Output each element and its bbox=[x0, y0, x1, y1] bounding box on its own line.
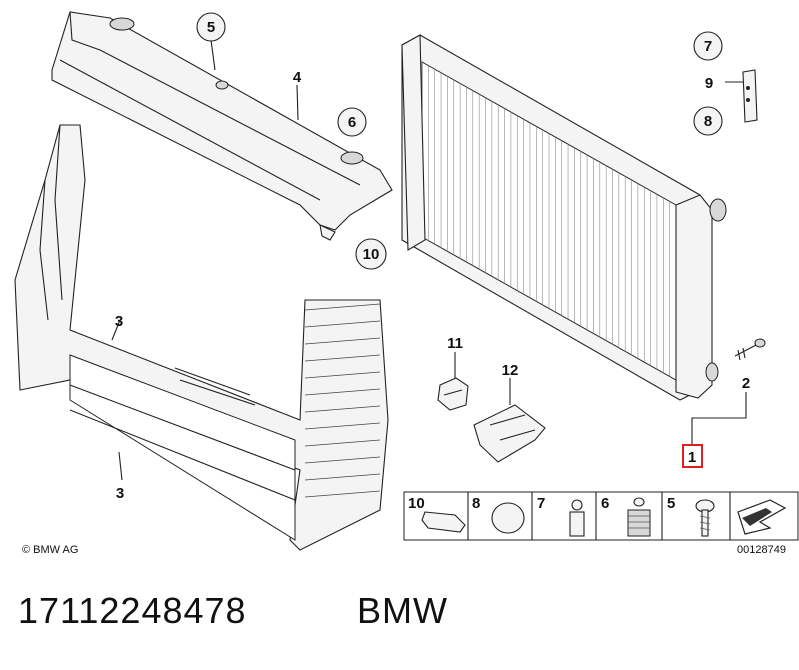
carrier-rib bbox=[304, 490, 381, 498]
callout-6: 6 bbox=[337, 107, 367, 137]
carrier-rib bbox=[304, 337, 381, 345]
callout-7: 7 bbox=[693, 31, 723, 61]
upper-cross-member bbox=[51, 11, 393, 241]
svg-text:8: 8 bbox=[704, 113, 712, 130]
legend-strip: 10 8 7 6 5 bbox=[403, 491, 799, 541]
legend-label-10: 10 bbox=[408, 495, 425, 512]
carrier-rib bbox=[304, 371, 381, 379]
radiator bbox=[401, 34, 727, 401]
carrier-rib bbox=[304, 473, 381, 481]
legend-part-7-icon bbox=[569, 499, 585, 537]
callout-3: 3 bbox=[116, 485, 124, 502]
legend-label-6: 6 bbox=[601, 495, 609, 512]
svg-text:6: 6 bbox=[348, 114, 356, 131]
legend-label-5: 5 bbox=[667, 495, 675, 512]
svg-text:1: 1 bbox=[688, 449, 696, 466]
copyright-label: © BMW AG bbox=[22, 544, 78, 556]
legend-label-7: 7 bbox=[537, 495, 545, 512]
carrier-rib bbox=[304, 388, 381, 396]
callout-4: 4 bbox=[293, 69, 302, 86]
callout-9: 9 bbox=[705, 75, 713, 92]
callout-1-highlighted: 1 bbox=[682, 444, 703, 468]
carrier-rib bbox=[304, 354, 381, 362]
screw-2 bbox=[734, 338, 766, 361]
callout-10: 10 bbox=[355, 238, 387, 270]
clip-9 bbox=[742, 69, 758, 123]
grommet-11 bbox=[437, 377, 469, 411]
legend-arrow-icon bbox=[737, 499, 787, 535]
legend-part-8-icon bbox=[491, 502, 525, 534]
bracket-12 bbox=[473, 404, 546, 463]
callout-8: 8 bbox=[693, 106, 723, 136]
callout-11: 11 bbox=[447, 335, 463, 352]
svg-text:5: 5 bbox=[207, 19, 215, 36]
brand-name: BMW bbox=[357, 590, 448, 631]
svg-text:10: 10 bbox=[363, 246, 380, 263]
legend-label-8: 8 bbox=[472, 495, 480, 512]
callout-12: 12 bbox=[502, 362, 519, 379]
callout-2: 2 bbox=[742, 375, 750, 392]
legend-part-6-icon bbox=[627, 497, 651, 537]
part-number: 17112248478 bbox=[18, 590, 247, 631]
svg-text:7: 7 bbox=[704, 38, 712, 55]
carrier-rib bbox=[304, 303, 381, 311]
legend-part-10-icon bbox=[421, 511, 466, 533]
drawing-number: 00128749 bbox=[737, 544, 786, 556]
legend-part-5-icon bbox=[695, 499, 715, 537]
carrier-rib bbox=[304, 439, 381, 447]
carrier-rib bbox=[304, 320, 381, 328]
carrier-rib bbox=[304, 456, 381, 464]
carrier-rib bbox=[304, 405, 381, 413]
front-carrier bbox=[14, 124, 389, 551]
carrier-rib bbox=[304, 422, 381, 430]
callout-5: 5 bbox=[196, 12, 226, 42]
callout-3-upper: 3 bbox=[115, 313, 123, 330]
